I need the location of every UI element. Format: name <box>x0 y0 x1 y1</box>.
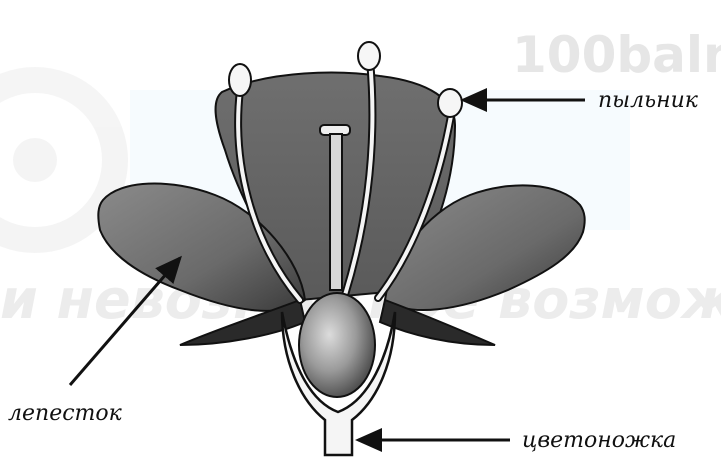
anther-center <box>358 42 380 70</box>
anther-left <box>229 64 251 96</box>
label-pedicel: цветоножка <box>358 428 676 453</box>
anther-right <box>438 89 462 117</box>
style <box>330 134 342 290</box>
petal-label: лепесток <box>8 401 123 426</box>
anther-label: пыльник <box>598 88 699 113</box>
watermark-brand: 100balnik <box>512 26 721 84</box>
pedicel-label: цветоножка <box>522 428 676 453</box>
ovary <box>299 293 375 397</box>
